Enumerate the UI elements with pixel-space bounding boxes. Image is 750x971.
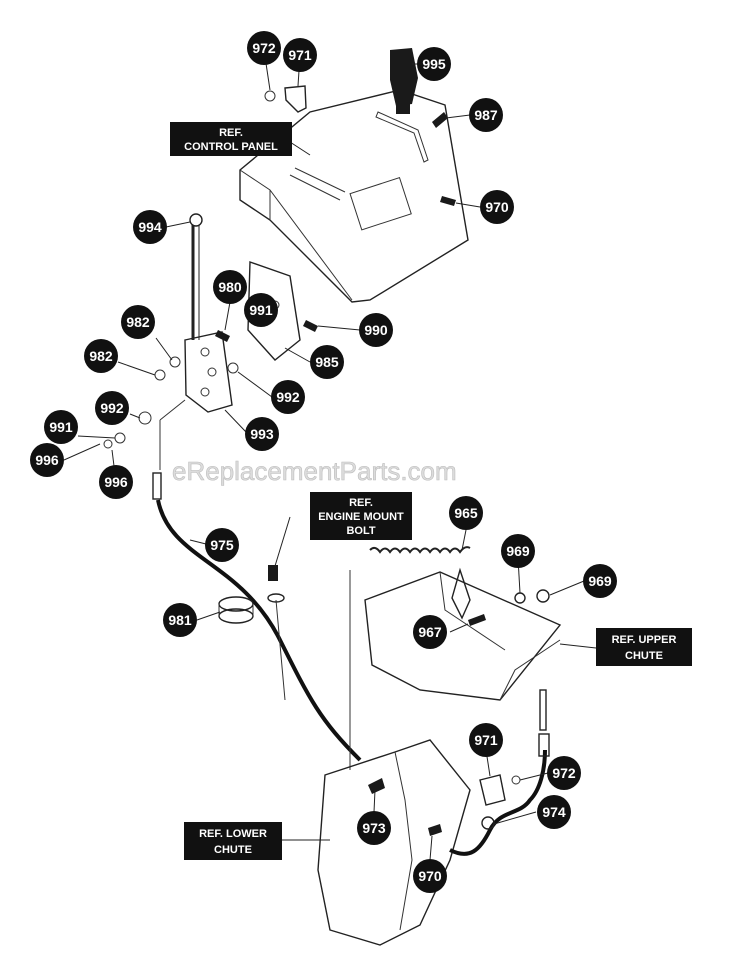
callout-992-right-label: 992 — [276, 389, 300, 405]
callout-972-top-label: 972 — [252, 40, 276, 56]
callout-967-label: 967 — [418, 624, 442, 640]
callout-992-left: 992 — [95, 391, 129, 425]
nut-969a — [514, 592, 526, 604]
callout-982-lower-label: 982 — [89, 348, 113, 364]
callout-996-right-label: 996 — [104, 474, 128, 490]
callout-985: 985 — [310, 345, 344, 379]
lower-cable-bracket — [449, 733, 550, 856]
callout-970-bottom: 970 — [413, 859, 447, 893]
callout-971-bottom: 971 — [469, 723, 503, 757]
callout-985-label: 985 — [315, 354, 339, 370]
callout-995-label: 995 — [422, 56, 446, 72]
leader-lines — [63, 49, 597, 861]
control-rod-assembly — [103, 213, 318, 470]
callout-994-label: 994 — [138, 219, 162, 235]
callout-991-upper: 991 — [244, 293, 278, 327]
callout-969-left-label: 969 — [506, 543, 530, 559]
callout-972-bottom-label: 972 — [552, 765, 576, 781]
callout-991-lower: 991 — [44, 410, 78, 444]
watermark-text: eReplacementParts.com — [172, 456, 457, 486]
callout-991-lower-label: 991 — [49, 419, 73, 435]
callout-987-top-label: 987 — [474, 107, 498, 123]
callout-965: 965 — [449, 496, 483, 530]
callout-990: 990 — [359, 313, 393, 347]
callout-965-label: 965 — [454, 505, 478, 521]
ref-engine-mount-line3: BOLT — [346, 525, 375, 537]
callout-980: 980 — [213, 270, 247, 304]
callout-996-left: 996 — [30, 443, 64, 477]
callout-996-left-label: 996 — [35, 452, 59, 468]
callout-975: 975 — [205, 528, 239, 562]
callout-973-label: 973 — [362, 820, 386, 836]
upper-chute-drawing — [349, 567, 562, 770]
screw-987-top — [432, 112, 448, 128]
callout-980-label: 980 — [218, 279, 242, 295]
engine-mount-bolt — [267, 565, 286, 701]
callout-992-left-label: 992 — [100, 400, 124, 416]
callout-970-top-label: 970 — [485, 199, 509, 215]
callout-981: 981 — [163, 603, 197, 637]
callout-969-left: 969 — [501, 534, 535, 568]
ref-control-panel-line1: REF. — [219, 127, 243, 139]
callout-995: 995 — [417, 47, 451, 81]
ref-label-engine-mount-bolt: REF. ENGINE MOUNT BOLT — [310, 492, 412, 540]
callout-981-label: 981 — [168, 612, 192, 628]
ref-label-lower-chute: REF. LOWER CHUTE — [184, 822, 282, 860]
callout-970-bottom-label: 970 — [418, 868, 442, 884]
callout-993-label: 993 — [250, 426, 274, 442]
callout-967: 967 — [413, 615, 447, 649]
ref-control-panel-line2: CONTROL PANEL — [184, 141, 278, 153]
callout-971-top-label: 971 — [288, 47, 312, 63]
callout-969-right: 969 — [583, 564, 617, 598]
callout-975-label: 975 — [210, 537, 234, 553]
callout-973: 973 — [357, 811, 391, 845]
callout-994: 994 — [133, 210, 167, 244]
callout-972-bottom: 972 — [547, 756, 581, 790]
callout-969-right-label: 969 — [588, 573, 612, 589]
ref-lower-chute-line1: REF. LOWER — [199, 828, 267, 840]
callout-982-upper-label: 982 — [126, 314, 150, 330]
callout-970-top: 970 — [480, 190, 514, 224]
part-callouts: 972 971 995 987 970 994 980 991 990 982 … — [30, 31, 617, 893]
callout-974: 974 — [537, 795, 571, 829]
bracket-971-top — [264, 85, 307, 113]
callout-971-bottom-label: 971 — [474, 732, 498, 748]
callout-974-label: 974 — [542, 804, 566, 820]
callout-991-upper-label: 991 — [249, 302, 273, 318]
ref-lower-chute-line2: CHUTE — [214, 844, 252, 856]
lower-chute-drawing — [317, 739, 471, 946]
callout-982-lower: 982 — [84, 339, 118, 373]
shift-knob-part — [390, 48, 418, 114]
ref-upper-chute-line1: REF. UPPER — [612, 634, 677, 646]
ref-engine-mount-line2: ENGINE MOUNT — [318, 511, 404, 523]
callout-992-right: 992 — [271, 380, 305, 414]
callout-993: 993 — [245, 417, 279, 451]
ref-engine-mount-line1: REF. — [349, 497, 373, 509]
bolt-969b — [536, 589, 550, 603]
control-panel-drawing — [239, 89, 469, 303]
spring-965 — [369, 546, 471, 554]
ref-upper-chute-line2: CHUTE — [625, 650, 663, 662]
ref-label-upper-chute: REF. UPPER CHUTE — [596, 628, 692, 666]
grommet-981 — [218, 596, 254, 624]
callout-990-label: 990 — [364, 322, 388, 338]
screw-970-top — [440, 196, 456, 206]
callout-982-upper: 982 — [121, 305, 155, 339]
callout-987-top: 987 — [469, 98, 503, 132]
callout-996-right: 996 — [99, 465, 133, 499]
ref-label-control-panel: REF. CONTROL PANEL — [170, 122, 292, 156]
callout-971-top: 971 — [283, 38, 317, 72]
callout-972-top: 972 — [247, 31, 281, 65]
